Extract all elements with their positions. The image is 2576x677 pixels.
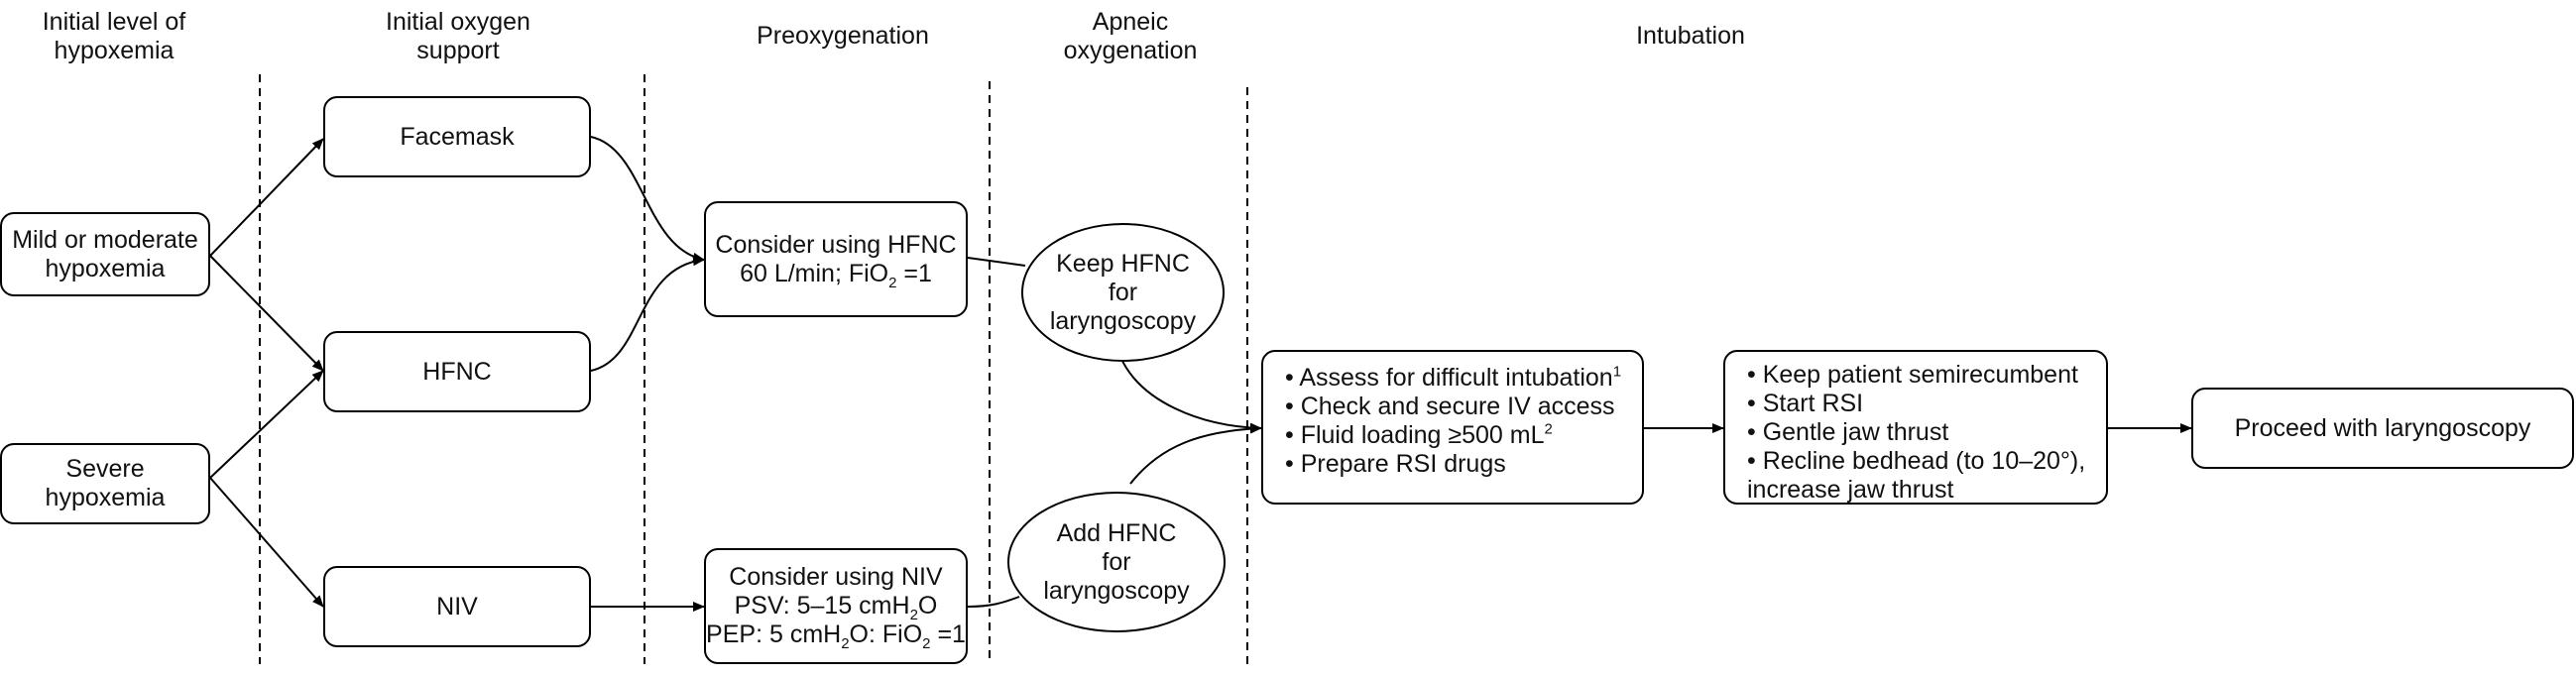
preox-niv-line3: PEP: 5 cmH2O: FiO2 =1 bbox=[706, 621, 966, 652]
proceed-box: Proceed with laryngoscopy bbox=[2191, 388, 2574, 469]
header-intubation: Intubation bbox=[1636, 22, 1745, 50]
arrow-hfnc-preox bbox=[590, 256, 705, 372]
link-preox-keep bbox=[967, 257, 1026, 267]
preox-niv-line1: Consider using NIV bbox=[729, 563, 943, 591]
position-item-recline: • Recline bedhead (to 10–20°), bbox=[1747, 447, 2086, 475]
position-item-semirecumbent: • Keep patient semirecumbent bbox=[1747, 361, 2078, 389]
assess-item-rsi-drugs: • Prepare RSI drugs bbox=[1285, 450, 1506, 478]
mild-hypoxemia-line1: Mild or moderate bbox=[12, 225, 198, 254]
add-hfnc-line2: for bbox=[1102, 547, 1131, 576]
position-item-start-rsi: • Start RSI bbox=[1747, 390, 1864, 417]
arrow-keep-assess bbox=[1119, 356, 1262, 433]
mild-hypoxemia-box: Mild or moderate hypoxemia bbox=[0, 212, 210, 296]
add-hfnc-line3: laryngoscopy bbox=[1043, 576, 1190, 605]
header-apneic-text: Apneic oxygenation bbox=[1063, 8, 1198, 64]
header-initial-support: Initial oxygen support bbox=[349, 8, 567, 65]
arrow-mild-hfnc bbox=[209, 255, 324, 372]
arrow-mild-facemask bbox=[209, 138, 324, 257]
header-initial-level: Initial level of hypoxemia bbox=[0, 8, 228, 65]
assess-item-fluid-loading: • Fluid loading ≥500 mL2 bbox=[1285, 420, 1553, 449]
mild-hypoxemia-line2: hypoxemia bbox=[45, 254, 166, 282]
position-item-recline-cont: increase jaw thrust bbox=[1747, 476, 1954, 504]
assess-item-iv-access: • Check and secure IV access bbox=[1285, 393, 1615, 420]
severe-hypoxemia-box: Severe hypoxemia bbox=[0, 443, 210, 524]
severe-hypoxemia-line2: hypoxemia bbox=[45, 484, 166, 511]
header-apneic: Apneic oxygenation bbox=[1021, 8, 1239, 65]
preox-hfnc-box: Consider using HFNC 60 L/min; FiO2 =1 bbox=[704, 201, 968, 317]
arrow-severe-hfnc bbox=[209, 370, 324, 479]
assess-item-difficult-intubation: • Assess for difficult intubation1 bbox=[1285, 363, 1622, 392]
header-initial-support-text: Initial oxygen support bbox=[386, 8, 530, 64]
preox-hfnc-line2: 60 L/min; FiO2 =1 bbox=[740, 259, 932, 291]
add-hfnc-line1: Add HFNC bbox=[1056, 518, 1177, 547]
facemask-box: Facemask bbox=[323, 96, 591, 177]
preox-hfnc-line1: Consider using HFNC bbox=[715, 230, 957, 259]
niv-box: NIV bbox=[323, 566, 591, 647]
preox-niv-box: Consider using NIV PSV: 5–15 cmH2O PEP: … bbox=[704, 548, 968, 664]
add-hfnc-oval: Add HFNC for laryngoscopy bbox=[1007, 492, 1226, 632]
hfnc-box: HFNC bbox=[323, 331, 591, 412]
arrow-add-assess bbox=[1129, 423, 1262, 485]
arrow-severe-niv bbox=[209, 477, 324, 608]
assess-box: • Assess for difficult intubation1 • Che… bbox=[1261, 350, 1644, 505]
header-preoxygenation: Preoxygenation bbox=[757, 22, 929, 50]
arrow-facemask-preox bbox=[590, 136, 705, 263]
keep-hfnc-line1: Keep HFNC bbox=[1056, 249, 1190, 278]
header-initial-level-text: Initial level of hypoxemia bbox=[42, 8, 186, 64]
keep-hfnc-line2: for bbox=[1108, 278, 1138, 306]
link-preox-add bbox=[967, 596, 1020, 608]
position-item-jaw-thrust: • Gentle jaw thrust bbox=[1747, 418, 1949, 446]
severe-hypoxemia-line1: Severe bbox=[65, 455, 145, 483]
position-box: • Keep patient semirecumbent • Start RSI… bbox=[1723, 350, 2108, 505]
keep-hfnc-line3: laryngoscopy bbox=[1049, 306, 1197, 335]
preox-niv-line2: PSV: 5–15 cmH2O bbox=[734, 592, 938, 623]
keep-hfnc-oval: Keep HFNC for laryngoscopy bbox=[1021, 223, 1225, 362]
